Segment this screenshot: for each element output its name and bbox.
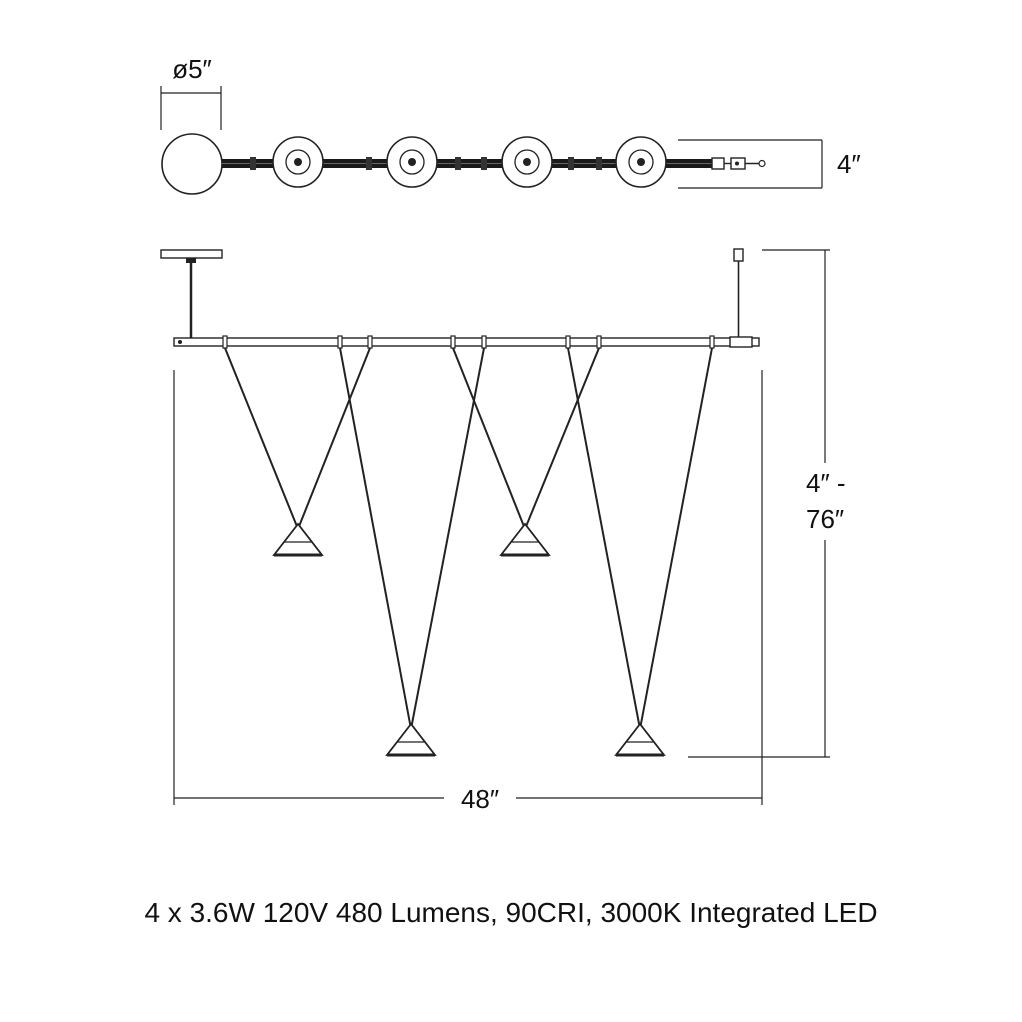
height-dimension: 4″ - 76″: [688, 249, 846, 758]
pendant-cone-3: [499, 522, 551, 557]
pendant-cone-4: [614, 722, 666, 757]
width-label: 48″: [461, 784, 499, 814]
pendant-disc-4: [615, 136, 667, 188]
canopy-diameter-label: ø5″: [172, 54, 212, 84]
pendant-cone-1: [272, 522, 324, 557]
canopy-side: [160, 249, 223, 338]
depth-label: 4″: [837, 149, 861, 179]
spec-caption: 4 x 3.6W 120V 480 Lumens, 90CRI, 3000K I…: [144, 897, 878, 928]
pendant-disc-3: [501, 136, 553, 188]
top-view: ø5″: [160, 54, 861, 195]
suspension-cables: [224, 347, 713, 730]
canopy-top: [161, 133, 223, 195]
pendant-disc-2: [386, 136, 438, 188]
height-label-line2: 76″: [806, 504, 844, 534]
depth-dimension: 4″: [678, 139, 861, 189]
pendant-disc-1: [272, 136, 324, 188]
rail-side: [173, 335, 760, 349]
height-label-line1: 4″ -: [806, 468, 846, 498]
side-view: 4″ - 76″ 48″: [160, 248, 846, 814]
width-dimension: 48″: [173, 370, 763, 814]
canopy-diameter-dimension: ø5″: [160, 54, 222, 130]
power-cord: [733, 248, 744, 338]
pendant-cone-2: [385, 722, 437, 757]
